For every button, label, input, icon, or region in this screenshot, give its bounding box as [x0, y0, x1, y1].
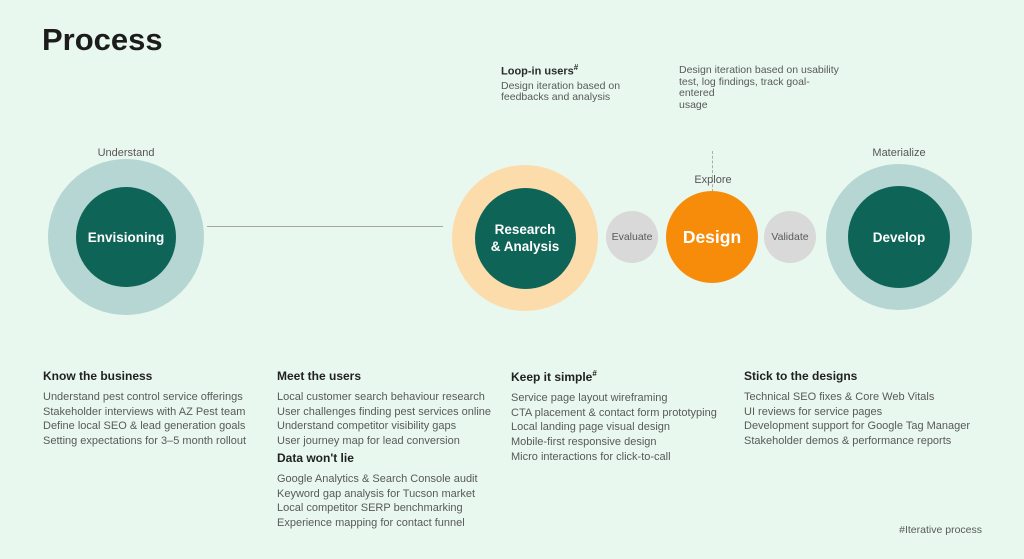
column-item: Mobile-first responsive design: [511, 436, 657, 449]
stage-research-analysis-ring: Research & Analysis: [452, 165, 598, 311]
column-item: Google Analytics & Search Console audit: [277, 473, 478, 485]
column-meet-the-users: Meet the users Local customer search beh…: [277, 369, 505, 449]
column-item: Keyword gap analysis for Tucson market: [277, 487, 476, 500]
column-item: Local customer search behaviour research: [277, 391, 485, 403]
column-item: Define local SEO & lead generation goals: [43, 420, 246, 433]
stage-label: Develop: [872, 229, 926, 245]
column-keep-it-simple: Keep it simple# Service page layout wire…: [511, 369, 739, 465]
annotation-design-iteration: Design iteration based on usability test…: [679, 64, 839, 111]
annotation-body: Design iteration based on feedbacks and …: [501, 79, 621, 104]
column-item: UI reviews for service pages: [744, 405, 883, 418]
column-item: Service page layout wireframing: [511, 392, 668, 404]
column-item: Understand pest control service offering…: [43, 391, 243, 403]
column-item: Micro interactions for click-to-call: [511, 450, 671, 463]
column-item: User challenges finding pest services on…: [277, 405, 492, 418]
footnote-mark: #: [592, 369, 597, 378]
stage-design: Design: [666, 191, 758, 283]
column-item: Development support for Google Tag Manag…: [744, 420, 971, 433]
stage-evaluate: Evaluate: [606, 211, 658, 263]
column-heading-text: Keep it simple: [511, 370, 593, 384]
footnote-mark: #: [573, 63, 579, 72]
column-item: CTA placement & contact form prototyping: [511, 406, 717, 419]
column-item: Stakeholder demos & performance reports: [744, 435, 952, 448]
annotation-heading: Loop-in users#: [501, 63, 671, 78]
column-stick-to-the-designs: Stick to the designs Technical SEO fixes…: [744, 369, 972, 449]
phase-label-explore: Explore: [694, 174, 732, 186]
stage-envisioning-ring: Envisioning: [48, 159, 204, 315]
phase-label-understand: Understand: [97, 147, 155, 159]
explore-dashed-connector: [712, 151, 713, 192]
stage-develop-ring: Develop: [826, 164, 972, 310]
column-item: Local landing page visual design: [511, 421, 671, 434]
column-item: Setting expectations for 3–5 month rollo…: [43, 435, 247, 448]
annotation-body: Design iteration based on usability test…: [679, 64, 839, 111]
stage-research-analysis: Research & Analysis: [474, 187, 576, 289]
column-item: Technical SEO fixes & Core Web Vitals: [744, 391, 935, 403]
column-heading: Meet the users: [277, 369, 362, 383]
stage-label: Validate: [771, 231, 809, 243]
connector-line: [207, 226, 443, 227]
column-data-wont-lie: Data won't lie Google Analytics & Search…: [277, 451, 505, 531]
stage-label: Design: [682, 226, 742, 247]
annotation-heading-text: Loop-in users: [501, 65, 574, 78]
annotation-loop-in-users: Loop-in users# Design iteration based on…: [501, 63, 671, 104]
iterative-process-footnote: #Iterative process: [899, 524, 982, 536]
column-item: Experience mapping for contact funnel: [277, 517, 465, 530]
column-know-the-business: Know the business Understand pest contro…: [43, 369, 271, 449]
column-heading: Know the business: [43, 369, 153, 383]
column-item: Stakeholder interviews with AZ Pest team: [43, 405, 246, 418]
stage-develop: Develop: [848, 186, 950, 288]
column-heading: Keep it simple#: [511, 369, 739, 384]
stage-label: Evaluate: [611, 231, 653, 243]
stage-label: Research & Analysis: [490, 222, 560, 254]
page-title: Process: [42, 22, 163, 57]
stage-validate: Validate: [764, 211, 816, 263]
column-item: User journey map for lead conversion: [277, 435, 460, 448]
column-heading: Stick to the designs: [744, 369, 858, 383]
stage-envisioning: Envisioning: [76, 187, 176, 287]
phase-label-materialize: Materialize: [872, 147, 926, 159]
column-heading: Data won't lie: [277, 451, 354, 465]
stage-label: Envisioning: [87, 229, 165, 245]
column-item: Local competitor SERP benchmarking: [277, 502, 463, 515]
column-item: Understand competitor visibility gaps: [277, 420, 457, 433]
